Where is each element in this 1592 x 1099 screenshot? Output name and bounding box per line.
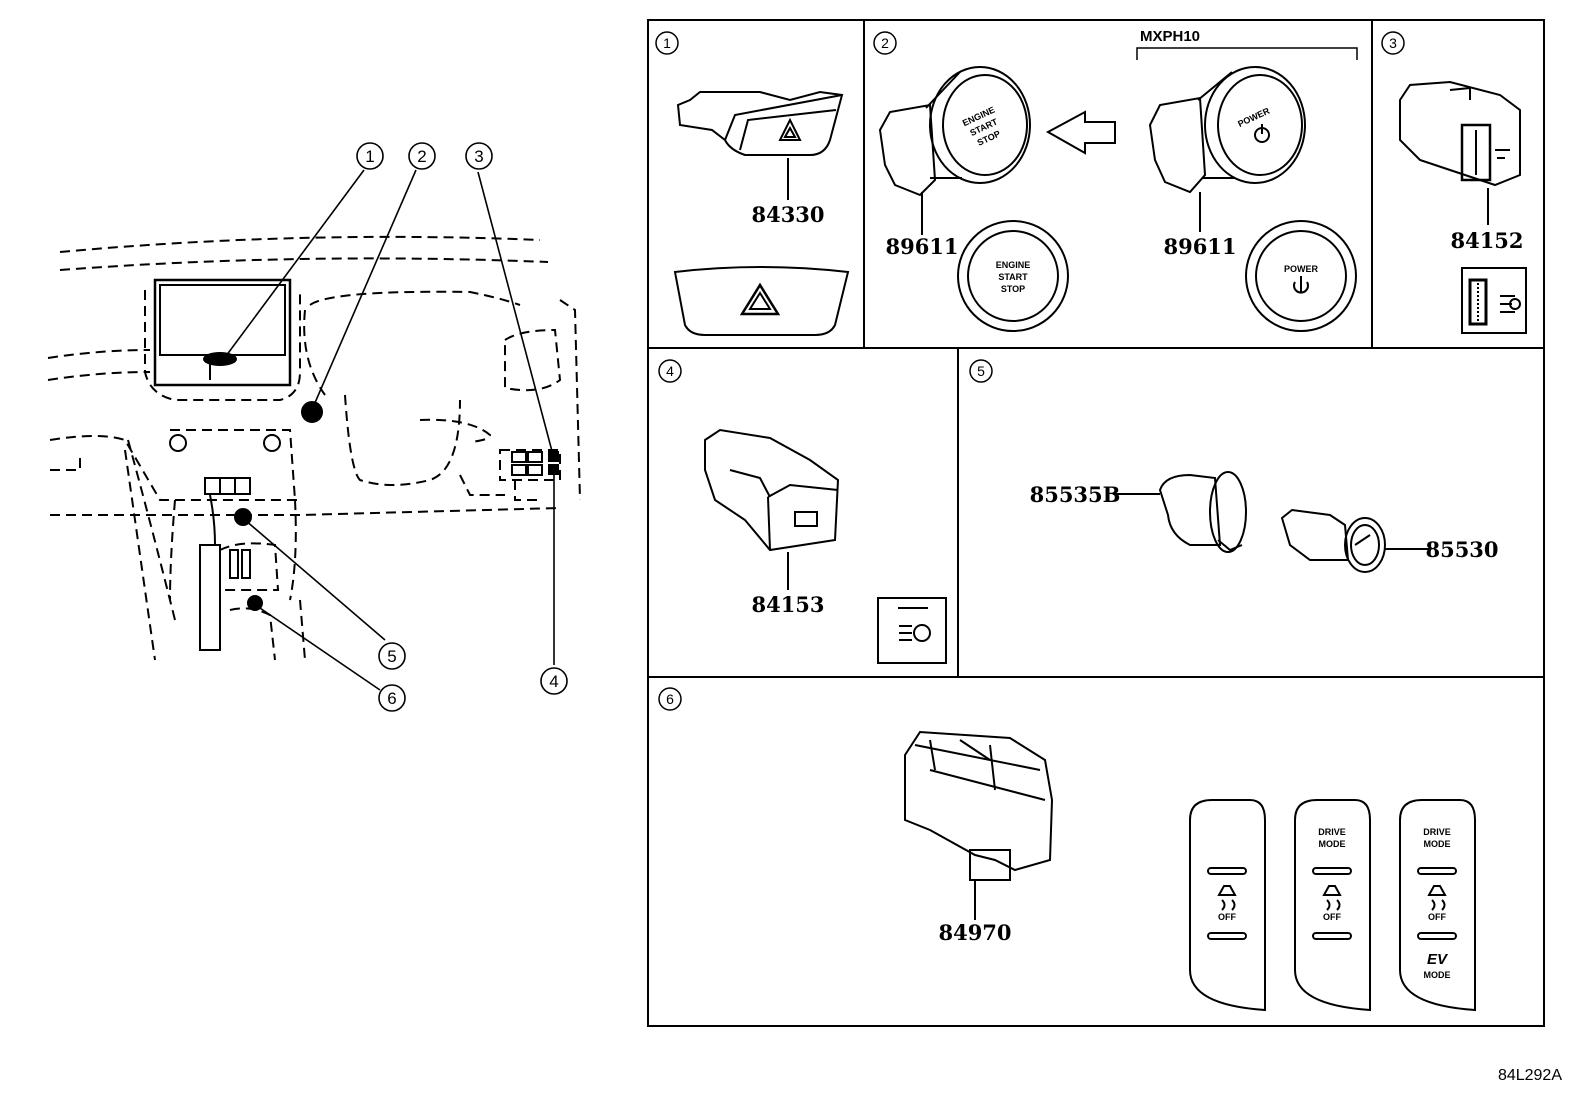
diagram-code: 84L292A [1497, 1067, 1562, 1084]
power-button-face [1245, 220, 1357, 332]
power-outlet-85535b [1113, 471, 1247, 553]
part-number-84330: 84330 [751, 202, 824, 227]
engine-start-switch-part [878, 66, 1031, 235]
variant3-ev: EV [1427, 951, 1449, 968]
panel-3-number: 3 [1389, 35, 1397, 51]
engine-face-line3: STOP [1001, 284, 1025, 294]
variant3-ev-mode: MODE [1424, 970, 1451, 980]
callout-6: 6 [387, 689, 396, 708]
variant2-mode: MODE [1319, 839, 1346, 849]
panel-6-number: 6 [666, 691, 674, 707]
part-number-85530: 85530 [1425, 537, 1498, 562]
panel-number-circles [655, 31, 1405, 711]
part-number-84970: 84970 [938, 920, 1011, 945]
variant1-off: OFF [1218, 912, 1236, 922]
panel-grid [647, 19, 1545, 1027]
engine-face-line2: START [998, 272, 1028, 282]
power-outlet-85530 [1280, 508, 1430, 573]
arrow-icon [1045, 110, 1116, 155]
part-number-89611-left: 89611 [885, 234, 958, 259]
switch-face-variant-2 [1294, 799, 1371, 1012]
switch-face-variant-1 [1189, 799, 1266, 1012]
location-markers [203, 352, 559, 611]
callout-2: 2 [417, 147, 426, 166]
panel-number-labels: 1 2 3 4 5 6 [663, 35, 1397, 707]
panel-2-number: 2 [881, 35, 889, 51]
power-switch-part [1148, 66, 1306, 232]
part-number-84153: 84153 [751, 592, 824, 617]
leader-lines [225, 169, 555, 691]
dashboard-overview [47, 235, 581, 661]
panel-5-number: 5 [977, 363, 985, 379]
callout-3: 3 [474, 147, 483, 166]
power-label-part: POWER [1236, 105, 1271, 129]
panel-1-number: 1 [663, 35, 671, 51]
callout-labels: 1 2 3 5 6 4 [365, 147, 558, 708]
part-number-89611-right: 89611 [1163, 234, 1236, 259]
leveling-switch-face [877, 597, 947, 664]
variant3-off: OFF [1428, 912, 1446, 922]
part-number-84152: 84152 [1450, 228, 1523, 253]
hazard-button-face [673, 266, 850, 336]
variant-bracket [1136, 47, 1358, 60]
variant2-off: OFF [1323, 912, 1341, 922]
callout-1: 1 [365, 147, 374, 166]
variant3-drive: DRIVE [1423, 827, 1451, 837]
drive-mode-switch-part [904, 730, 1054, 920]
part-number-85535B: 85535B [1030, 482, 1121, 507]
leveling-switch-part [704, 428, 840, 590]
callout-4: 4 [549, 672, 558, 691]
panel-4-number: 4 [666, 363, 674, 379]
dimmer-switch-part [1399, 80, 1521, 225]
hazard-switch-part [676, 90, 844, 200]
dimmer-switch-face [1461, 267, 1527, 334]
variant2-drive: DRIVE [1318, 827, 1346, 837]
callout-circles [356, 142, 568, 712]
power-label-face: POWER [1284, 264, 1319, 274]
switch-face-variant-3 [1399, 799, 1476, 1012]
engine-start-button-face [957, 220, 1069, 332]
variant-label: MXPH10 [1140, 28, 1200, 45]
variant3-mode: MODE [1424, 839, 1451, 849]
engine-face-line1: ENGINE [996, 260, 1031, 270]
callout-5: 5 [387, 647, 396, 666]
